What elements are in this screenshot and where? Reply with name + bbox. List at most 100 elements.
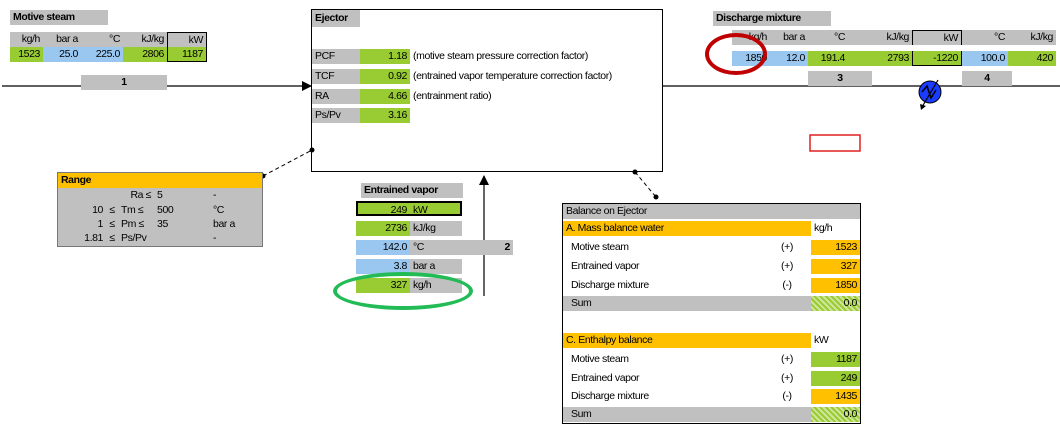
discharge-header-kw: kW	[912, 30, 962, 45]
motive-steam-title: Motive steam	[10, 10, 108, 25]
enth-row-entrained-value: 249	[811, 371, 860, 386]
range-var-tm: Tm ≤	[118, 203, 154, 218]
mass-row-motive-value: 1523	[811, 240, 860, 255]
motive-pressure-value[interactable]: 25.0	[43, 47, 81, 62]
entrained-enthalpy-unit: kJ/kg	[410, 221, 462, 236]
mass-row-entrained-label: Entrained vapor	[571, 260, 640, 272]
motive-header-kgh: kg/h	[10, 32, 43, 47]
range-hi-ra: 5	[154, 188, 210, 203]
mass-row-discharge-value: 1850	[811, 278, 860, 293]
discharge-enthalpy-value[interactable]: 2793	[848, 51, 912, 66]
discharge-header-bara: bar a	[770, 30, 808, 45]
ejector-label-tcf: TCF	[312, 69, 360, 84]
balance-title: Balance on Ejector	[563, 204, 860, 219]
motive-power-value[interactable]: 1187	[167, 47, 207, 62]
empty-red-box	[809, 134, 861, 152]
discharge-header-temp: °C	[808, 30, 848, 45]
motive-header-bara: bar a	[43, 32, 81, 47]
discharge-header-temp-out: °C	[962, 30, 1008, 45]
range-lo-tm: 10	[58, 203, 106, 218]
range-hi-tm: 500	[154, 203, 210, 218]
heat-exchanger-icon	[918, 79, 942, 110]
entrained-temperature-value[interactable]: 142.0	[356, 240, 410, 255]
range-connector	[262, 149, 313, 177]
entrained-pressure-unit: bar a	[410, 259, 462, 274]
discharge-power-value[interactable]: -1220	[912, 51, 962, 66]
ejector-value-ra[interactable]: 4.66	[360, 89, 410, 104]
motive-enthalpy-value[interactable]: 2806	[123, 47, 167, 62]
range-var-pspv: Ps/Pv	[118, 231, 210, 246]
ejector-value-tcf[interactable]: 0.92	[360, 69, 410, 84]
enth-row-motive-value: 1187	[811, 352, 860, 367]
outlet-enthalpy-value[interactable]: 420	[1008, 51, 1056, 66]
mass-row-discharge-label: Discharge mixture	[571, 279, 649, 291]
red-circle-highlight	[705, 33, 767, 75]
discharge-title: Discharge mixture	[713, 11, 831, 26]
ejector-value-pcf[interactable]: 1.18	[360, 49, 410, 64]
mass-row-entrained-sign: (+)	[781, 260, 793, 272]
range-lo-pm: 1	[58, 217, 106, 232]
enth-row-entrained-sign: (+)	[781, 372, 793, 384]
entrained-power-value[interactable]: 249	[356, 201, 410, 216]
enth-row-discharge-label: Discharge mixture	[571, 390, 649, 402]
range-op-tm: ≤	[106, 203, 118, 218]
mass-sum-label: Sum	[563, 296, 811, 311]
mass-row-motive-label: Motive steam	[571, 241, 629, 253]
mass-balance-unit: kg/h	[814, 222, 833, 234]
mass-row-entrained-value: 327	[811, 259, 860, 274]
discharge-stream-number-3: 3	[808, 71, 872, 86]
ejector-label-ra: RA	[312, 89, 360, 104]
outlet-temperature-value[interactable]: 100.0	[962, 51, 1008, 66]
range-op-pm: ≤	[106, 217, 118, 232]
ejector-value-pspv[interactable]: 3.16	[360, 108, 410, 123]
balance-connector	[634, 171, 657, 198]
discharge-header-kjkg-out: kJ/kg	[1008, 30, 1056, 45]
range-panel	[57, 172, 263, 247]
ejector-panel	[311, 9, 663, 172]
motive-header-kw: kW	[167, 32, 207, 47]
ejector-label-pcf: PCF	[312, 49, 360, 64]
range-hi-pm: 35	[154, 217, 210, 232]
mass-row-discharge-sign: (-)	[782, 279, 792, 291]
discharge-stream-number-4: 4	[962, 71, 1012, 86]
range-unit-pspv: -	[210, 231, 262, 246]
range-unit-tm: °C	[210, 203, 262, 218]
mass-sum-value: 0.0	[811, 296, 860, 311]
mass-row-motive-sign: (+)	[781, 241, 793, 253]
entrained-power-unit: kW	[410, 201, 462, 216]
range-var-ra: Ra ≤	[58, 188, 154, 203]
motive-flow-value[interactable]: 1523	[10, 47, 43, 62]
mass-balance-title: A. Mass balance water	[563, 221, 811, 236]
ejector-desc-pcf: (motive steam pressure correction factor…	[413, 50, 588, 62]
range-unit-pm: bar a	[210, 217, 262, 232]
enth-sum-value: 0.0	[811, 407, 860, 422]
ejector-label-pspv: Ps/Pv	[312, 108, 360, 123]
entrained-temperature-unit: °C	[410, 240, 513, 255]
green-ellipse-highlight	[333, 272, 473, 310]
range-var-pm: Pm ≤	[118, 217, 154, 232]
ejector-desc-ra: (entrainment ratio)	[413, 90, 492, 102]
entrained-pressure-value[interactable]: 3.8	[356, 259, 410, 274]
range-op-pspv: ≤	[106, 231, 118, 246]
range-lo-pspv: 1.81	[58, 231, 106, 246]
motive-temperature-value[interactable]: 225.0	[81, 47, 123, 62]
enth-row-motive-sign: (+)	[781, 353, 793, 365]
enthalpy-balance-unit: kW	[814, 334, 829, 346]
range-title: Range	[58, 173, 262, 188]
enth-row-discharge-value: 1435	[811, 389, 860, 404]
entrained-stream-number: 2	[504, 241, 511, 253]
enth-row-motive-label: Motive steam	[571, 353, 629, 365]
discharge-pressure-value[interactable]: 12.0	[770, 51, 808, 66]
entrained-title: Entrained vapor	[361, 183, 463, 198]
enth-row-discharge-sign: (-)	[782, 390, 792, 402]
range-unit-ra: -	[210, 188, 262, 203]
entrained-enthalpy-value[interactable]: 2736	[356, 221, 410, 236]
enth-sum-label: Sum	[563, 407, 811, 422]
motive-header-temp: °C	[81, 32, 123, 47]
ejector-title: Ejector	[312, 10, 360, 27]
motive-header-kjkg: kJ/kg	[123, 32, 167, 47]
enthalpy-balance-title: C. Enthalpy balance	[563, 333, 811, 348]
discharge-temperature-value[interactable]: 191.4	[808, 51, 848, 66]
enth-row-entrained-label: Entrained vapor	[571, 372, 640, 384]
